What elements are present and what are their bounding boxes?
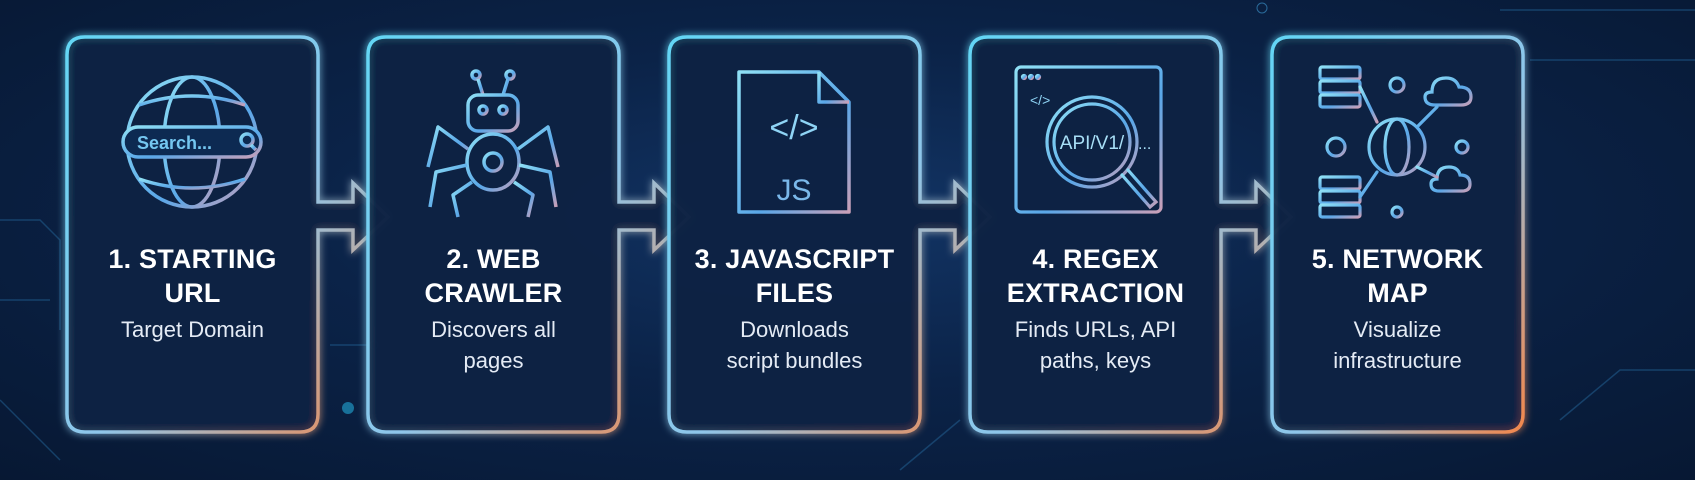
title-line: EXTRACTION	[1006, 278, 1185, 308]
step-javascript-files: </> JS 3. JAVASCRIPT FILES Downloads scrip…	[667, 35, 999, 437]
step-title: 5. NETWORK MAP	[1272, 242, 1523, 310]
title-line: 3. JAVASCRIPT	[694, 244, 895, 274]
step-frame-with-arrow	[667, 35, 993, 434]
subtitle-line: script bundles	[726, 348, 863, 373]
step-subtitle: Target Domain	[67, 314, 318, 345]
step-title: 4. REGEX EXTRACTION	[970, 242, 1221, 310]
subtitle-line: Finds URLs, API	[1014, 317, 1177, 342]
globe-search-icon: Search...	[121, 75, 263, 209]
step-web-crawler: 2. WEB CRAWLER Discovers all pages	[366, 35, 698, 437]
step-starting-url: Search... 1. STARTING URL Target Domain	[65, 35, 397, 437]
subtitle-line: Downloads	[740, 317, 849, 342]
step-subtitle: Discovers all pages	[368, 314, 619, 376]
step-regex-extraction: </> API/V1/ ... 4. REGEX EXTRACTION Finds…	[968, 35, 1300, 437]
subtitle-line: Discovers all	[431, 317, 556, 342]
step-title: 3. JAVASCRIPT FILES	[669, 242, 920, 310]
js-file-icon: </> JS	[737, 70, 851, 214]
step-subtitle: Downloads script bundles	[669, 314, 920, 376]
title-line: URL	[164, 278, 221, 308]
step-frame	[1270, 35, 1525, 434]
robot-spider-icon	[426, 69, 560, 218]
network-map-icon	[1318, 65, 1473, 219]
title-line: MAP	[1367, 278, 1428, 308]
ellipsis-text: ...	[1138, 136, 1151, 153]
title-line: FILES	[755, 278, 834, 308]
title-line: 2. WEB	[446, 244, 541, 274]
subtitle-line: Visualize	[1353, 317, 1442, 342]
step-frame-with-arrow	[968, 35, 1294, 434]
title-line: 5. NETWORK	[1311, 244, 1484, 274]
code-symbol: </>	[1030, 92, 1050, 108]
subtitle-line: pages	[463, 348, 524, 373]
subtitle-line: infrastructure	[1333, 348, 1462, 373]
step-title: 2. WEB CRAWLER	[368, 242, 619, 310]
search-placeholder: Search...	[137, 133, 212, 153]
title-line: 4. REGEX	[1032, 244, 1159, 274]
title-line: 1. STARTING	[108, 244, 277, 274]
step-network-map: 5. NETWORK MAP Visualize infrastructure	[1270, 35, 1602, 437]
step-title: 1. STARTING URL	[67, 242, 318, 310]
title-line: CRAWLER	[424, 278, 563, 308]
subtitle-line: paths, keys	[1039, 348, 1152, 373]
subtitle-line: Target Domain	[120, 317, 265, 342]
js-label: JS	[776, 174, 811, 207]
step-subtitle: Visualize infrastructure	[1272, 314, 1523, 376]
api-path-text: API/V1/	[1060, 133, 1125, 154]
code-magnifier-icon: </> API/V1/ ...	[1014, 65, 1163, 214]
step-subtitle: Finds URLs, API paths, keys	[970, 314, 1221, 376]
code-symbol: </>	[769, 109, 818, 147]
